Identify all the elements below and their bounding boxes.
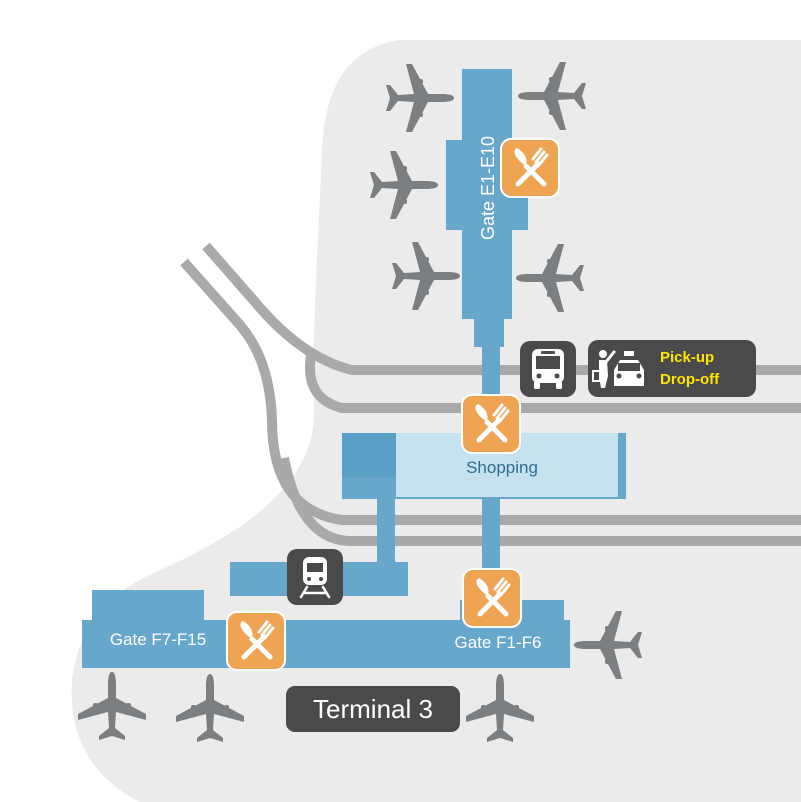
pickup-dropoff-badge: Pick-up Drop-off (588, 340, 756, 397)
train-icon (299, 557, 331, 599)
road (180, 258, 801, 525)
roads (180, 242, 801, 546)
concourse-e (446, 69, 528, 402)
road (279, 457, 801, 546)
road (305, 348, 801, 413)
connector (482, 497, 500, 577)
bus-icon (532, 349, 564, 389)
road (202, 242, 801, 375)
pickup-label: Pick-up (660, 349, 714, 366)
restaurant-badge (462, 568, 522, 628)
restaurant-badge (500, 138, 560, 198)
gate-f-west-label: Gate F7-F15 (110, 630, 206, 649)
connector (377, 497, 395, 565)
restaurant-badge (461, 394, 521, 454)
train-badge (287, 549, 343, 605)
restaurant-badge (226, 611, 286, 671)
terminal-badge: Terminal 3 (286, 686, 460, 732)
dropoff-label: Drop-off (660, 371, 720, 388)
shopping-label: Shopping (466, 458, 538, 477)
bus-badge (520, 341, 576, 397)
taxi-icon (592, 350, 644, 388)
gate-f-east-label: Gate F1-F6 (455, 633, 542, 652)
terminal-label: Terminal 3 (313, 694, 433, 724)
gate-e-label: Gate E1-E10 (478, 136, 498, 240)
